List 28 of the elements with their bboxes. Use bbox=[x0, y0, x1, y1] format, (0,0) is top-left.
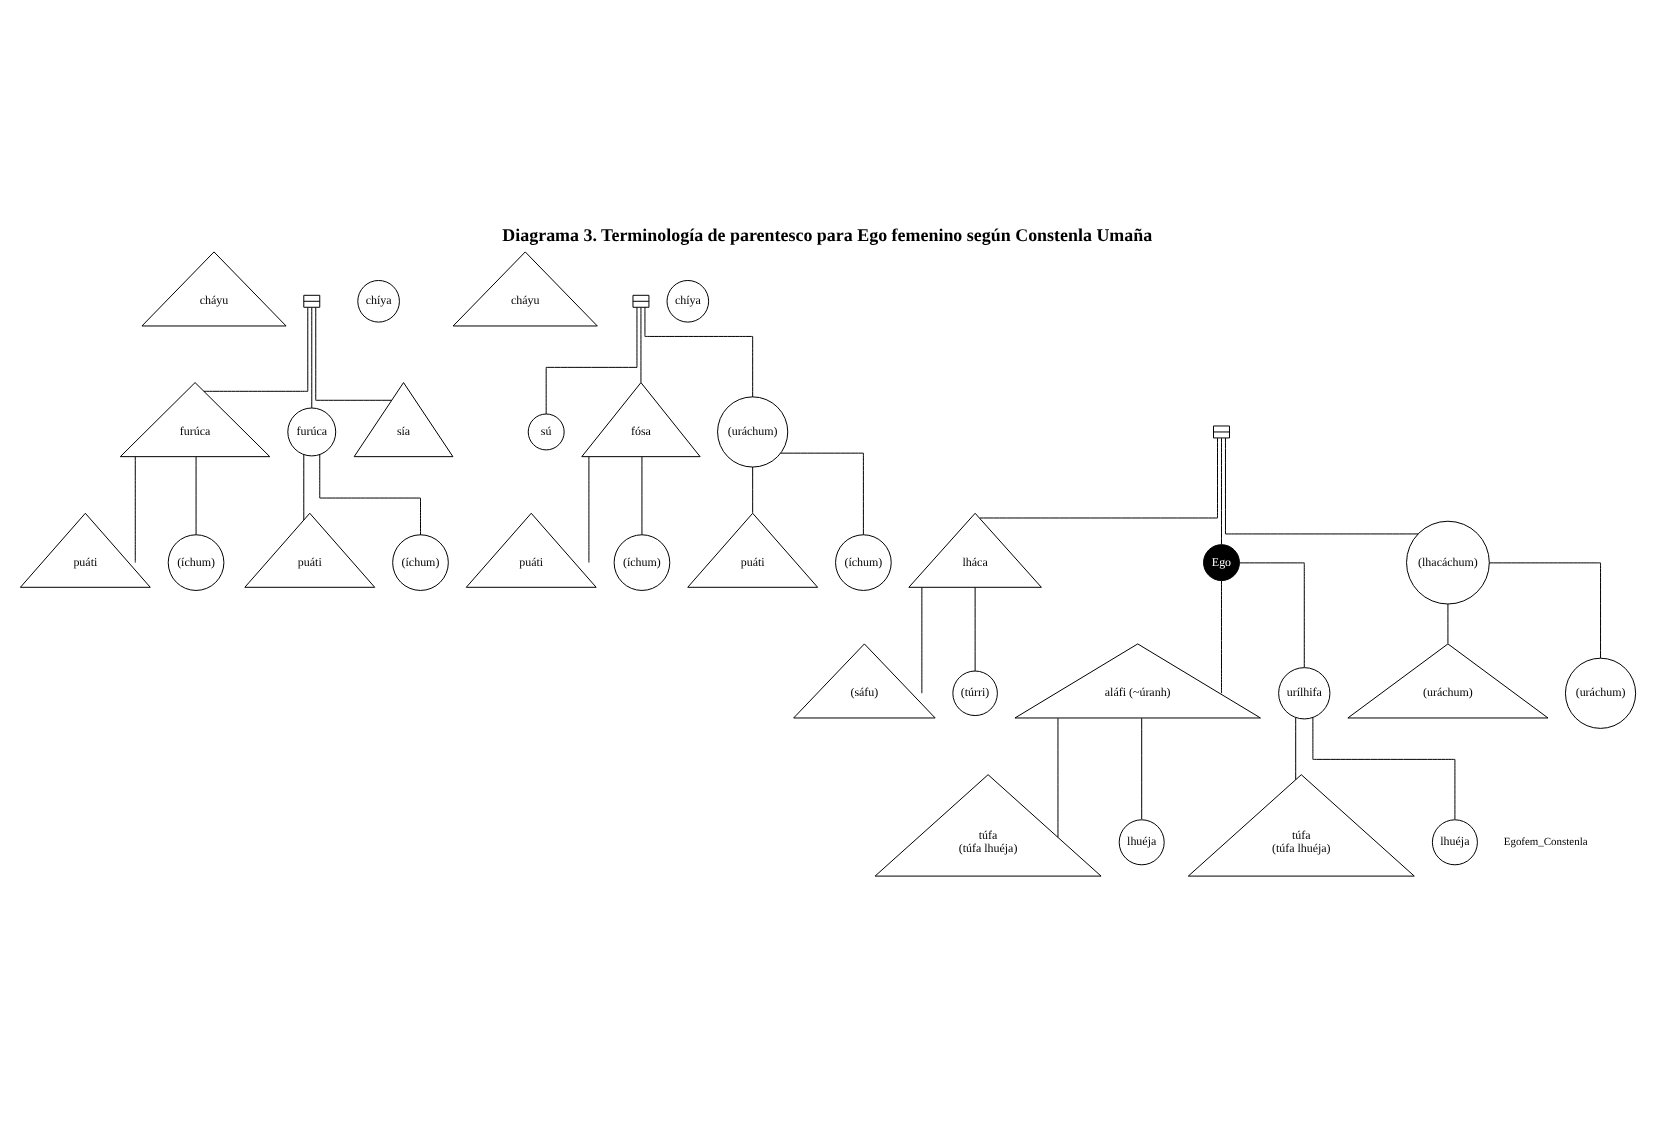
connector bbox=[979, 437, 1218, 519]
connector bbox=[315, 307, 393, 401]
connector bbox=[1221, 437, 1222, 546]
connector bbox=[195, 456, 197, 536]
connector bbox=[1238, 562, 1305, 668]
connector bbox=[1225, 437, 1419, 535]
connector bbox=[203, 307, 309, 392]
connector bbox=[1141, 717, 1143, 820]
connector bbox=[640, 307, 642, 383]
connector bbox=[644, 306, 754, 398]
connector bbox=[319, 454, 421, 536]
connector bbox=[1312, 717, 1456, 820]
connector bbox=[921, 587, 923, 694]
connector bbox=[588, 456, 590, 564]
connector bbox=[1221, 580, 1222, 694]
connector bbox=[134, 456, 136, 564]
connector bbox=[752, 466, 754, 514]
connector bbox=[1488, 562, 1602, 659]
connector bbox=[1057, 717, 1059, 838]
connector bbox=[1447, 603, 1449, 644]
diagram-title: Diagrama 3. Terminología de parentesco para Ego femenino según Constenla Umaña bbox=[502, 225, 1153, 246]
connector bbox=[974, 587, 976, 672]
connector bbox=[1295, 717, 1297, 781]
connector bbox=[641, 456, 643, 536]
connector bbox=[303, 454, 305, 521]
connector bbox=[545, 306, 638, 415]
connector bbox=[780, 452, 864, 536]
connector bbox=[311, 307, 313, 409]
